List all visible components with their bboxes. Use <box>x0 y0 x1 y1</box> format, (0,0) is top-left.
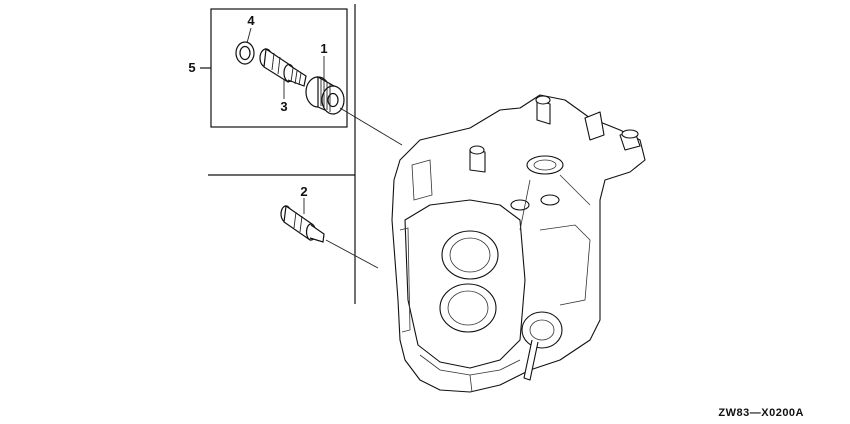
callout-1: 1 <box>320 41 327 56</box>
part-1-gear <box>305 75 345 115</box>
callout-4: 4 <box>247 13 255 28</box>
part-3-shaft <box>259 47 307 87</box>
leader-4 <box>246 27 252 44</box>
callout-5: 5 <box>188 60 195 75</box>
diagram-code: ZW83—X0200A <box>718 407 804 419</box>
part-2-fitting <box>280 204 325 243</box>
engine-block <box>391 94 646 393</box>
connector-gear-engine <box>339 107 403 146</box>
connector-fitting-engine <box>325 239 379 269</box>
callout-2: 2 <box>300 184 307 199</box>
callout-3: 3 <box>280 99 287 114</box>
part-4-seal <box>235 41 255 65</box>
